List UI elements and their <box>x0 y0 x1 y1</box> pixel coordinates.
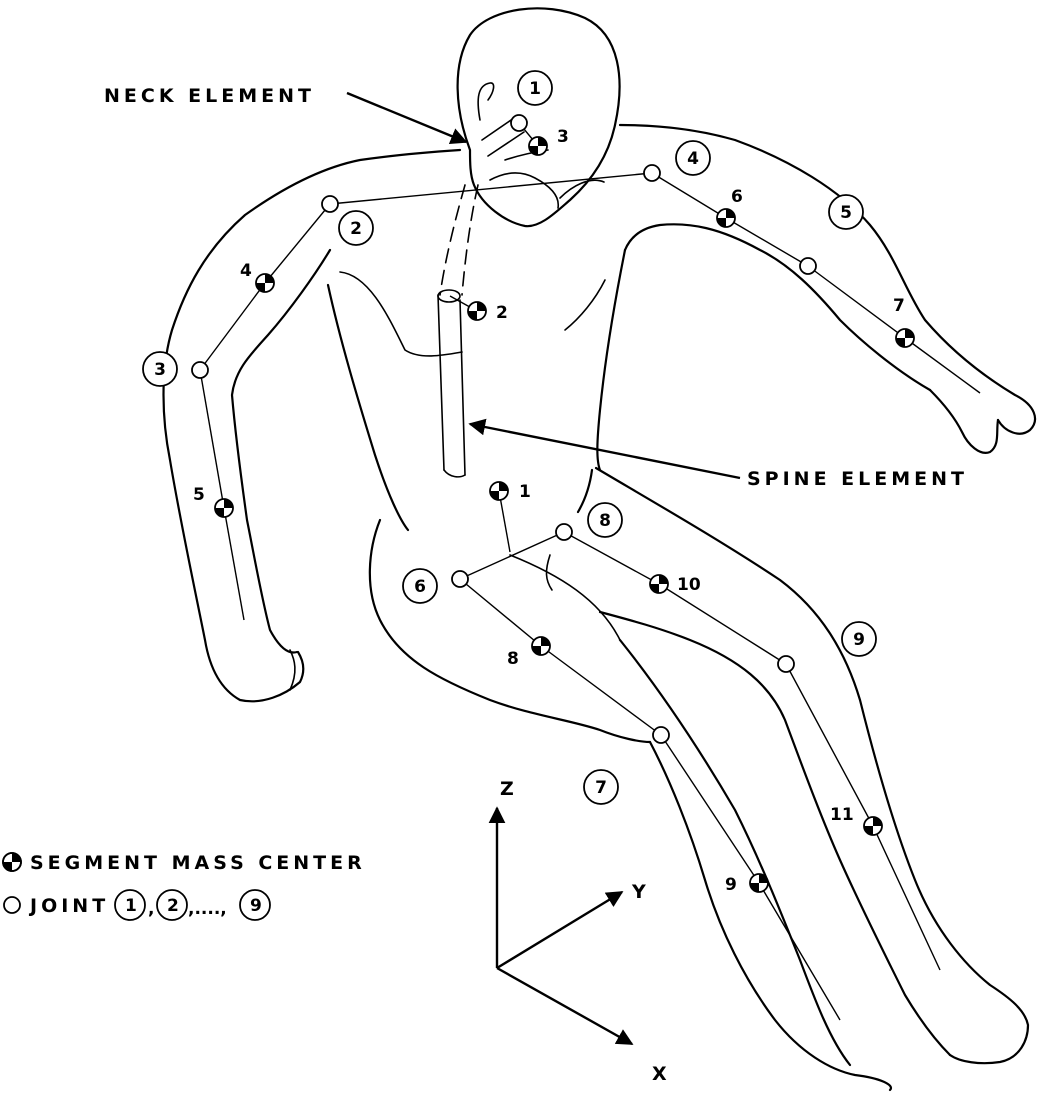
mass-center-label-11: 11 <box>830 805 854 825</box>
mass-center-label-8: 8 <box>507 649 519 669</box>
joint-circle <box>452 571 468 587</box>
left-torso-side <box>328 285 408 530</box>
left-hand-detail <box>290 650 295 690</box>
z-axis-label: Z <box>500 778 514 800</box>
mass-center-label-10: 10 <box>677 575 701 595</box>
legend-joint-number-1: 1 <box>125 896 137 916</box>
head-outline <box>458 8 620 226</box>
legend-mass-center-text: SEGMENT MASS CENTER <box>30 852 366 874</box>
x-axis-label: X <box>652 1063 667 1085</box>
legend-separator: , <box>148 899 154 919</box>
mass-center-7 <box>896 329 914 347</box>
mass-center-3 <box>529 137 547 155</box>
joint-number-1: 1 <box>529 79 541 99</box>
mass-center-2 <box>468 302 486 320</box>
mass-center-8 <box>532 637 550 655</box>
mass-center-label-9: 9 <box>725 875 737 895</box>
mass-center-10 <box>650 575 668 593</box>
joint-number-6: 6 <box>414 577 426 597</box>
joint-number-8: 8 <box>599 511 611 531</box>
ear <box>478 83 493 120</box>
legend-joint-text: JOINT <box>28 895 109 917</box>
mass-centers: 1 2 3 4 5 6 7 8 9 10 11 <box>193 127 914 895</box>
belly-line <box>578 470 592 512</box>
joint-number-2: 2 <box>350 219 362 239</box>
mass-center-label-4: 4 <box>240 261 252 281</box>
spine-dashed-left <box>440 185 465 295</box>
mass-center-label-7: 7 <box>893 296 905 316</box>
left-arm-outline <box>164 150 461 701</box>
mass-center-legend-icon <box>3 853 21 871</box>
spine-tube-right <box>460 300 465 475</box>
mass-center-11 <box>864 817 882 835</box>
joint-circle <box>644 165 660 181</box>
joint-number-9: 9 <box>853 630 865 650</box>
spine-element-drawing <box>438 185 478 477</box>
spine-dashed-right <box>462 185 478 295</box>
x-axis <box>497 968 632 1044</box>
joint-number-4: 4 <box>687 149 699 169</box>
mass-center-4 <box>256 274 274 292</box>
legend-ellipsis: ,...., <box>188 899 227 919</box>
mass-center-5 <box>215 499 233 517</box>
joint-circle <box>653 727 669 743</box>
joint-circle <box>800 258 816 274</box>
skeleton-links <box>200 123 980 1020</box>
legend-joint-number-2: 2 <box>167 896 179 916</box>
spine-tube-bottom <box>444 470 465 477</box>
joint-number-5: 5 <box>840 203 852 223</box>
left-inner-arm <box>232 250 330 653</box>
mass-center-label-1: 1 <box>519 482 531 502</box>
joint-number-7: 7 <box>595 778 607 798</box>
neck-element-label: NECK ELEMENT <box>104 85 315 107</box>
coordinate-axes: Z Y X <box>497 770 667 1085</box>
spine-element-label: SPINE ELEMENT <box>747 468 968 490</box>
left-hip-outline <box>370 520 650 742</box>
legend-joint-number-9: 9 <box>250 896 262 916</box>
joint-circle <box>322 196 338 212</box>
y-axis-label: Y <box>631 881 646 903</box>
neck-element-arrow <box>347 93 466 142</box>
right-torso-side <box>597 250 625 470</box>
right-chest-line <box>565 280 605 330</box>
joint-legend-icon <box>4 897 20 913</box>
spine-element-arrow <box>470 424 740 478</box>
joint-circle <box>778 656 794 672</box>
body-outline <box>164 8 1036 1090</box>
joint-circle <box>192 362 208 378</box>
spine-tube-left <box>438 295 444 470</box>
chest-line <box>340 272 462 356</box>
mass-center-label-5: 5 <box>193 485 205 505</box>
left-leg-inner <box>620 640 850 1065</box>
jaw-line <box>490 173 558 208</box>
mass-center-9 <box>750 874 768 892</box>
joint-numbers: 1 2 3 4 5 6 7 8 9 <box>143 71 876 804</box>
right-hand <box>930 390 998 453</box>
mass-center-6 <box>717 209 735 227</box>
right-inner-arm <box>625 224 930 390</box>
y-axis <box>497 892 622 968</box>
joint-circle <box>511 115 527 131</box>
joint-circle <box>556 524 572 540</box>
mass-center-1 <box>490 482 508 500</box>
crotch-line <box>510 555 620 640</box>
mass-center-label-6: 6 <box>731 187 743 207</box>
left-leg-outer <box>650 742 891 1090</box>
legend: SEGMENT MASS CENTER JOINT 1 , 2 ,...., 9 <box>3 852 366 920</box>
joint-number-3: 3 <box>154 360 166 380</box>
mass-center-label-2: 2 <box>496 303 508 323</box>
mass-center-label-3: 3 <box>557 127 569 147</box>
